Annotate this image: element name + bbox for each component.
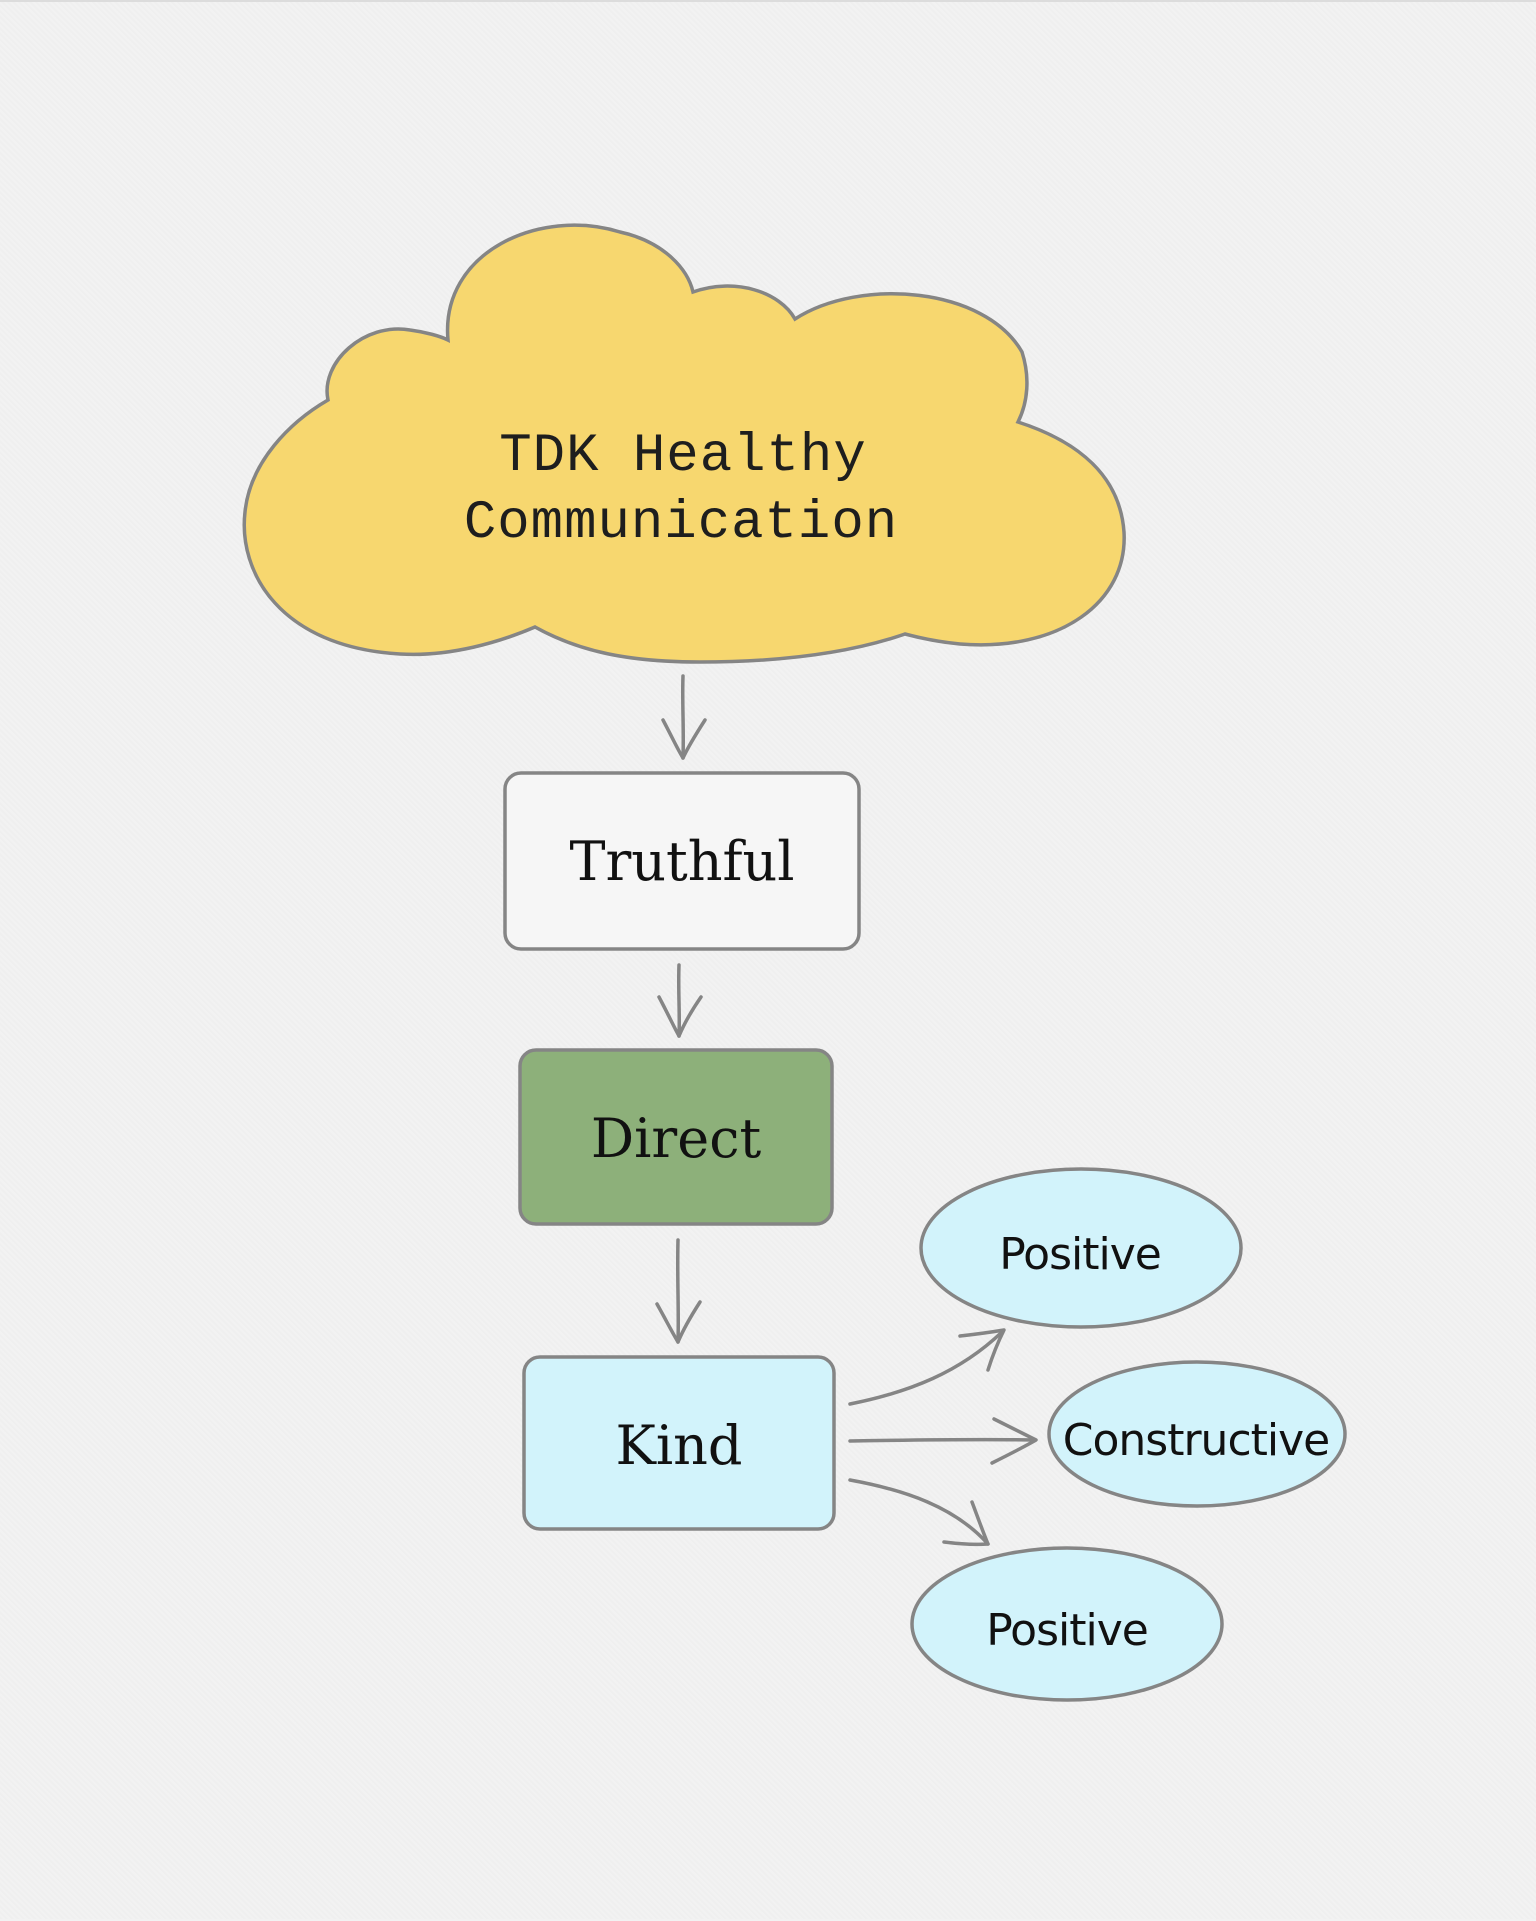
arrow-kind-to-positive-top xyxy=(848,1328,1006,1406)
positive-top-ellipse xyxy=(919,1167,1243,1329)
positive-bottom-node[interactable]: Positive xyxy=(910,1546,1224,1702)
constructive-node[interactable]: Constructive xyxy=(1047,1360,1347,1508)
direct-node[interactable]: Direct xyxy=(518,1048,834,1226)
arrow-truthful-to-direct xyxy=(657,963,703,1038)
constructive-label: Constructive xyxy=(1063,1415,1329,1466)
positive-top-node[interactable]: Positive xyxy=(919,1167,1243,1329)
direct-label: Direct xyxy=(591,1107,762,1170)
arrow-kind-to-constructive xyxy=(848,1417,1038,1465)
cloud-node[interactable]: TDK Healthy Communication xyxy=(242,223,1126,664)
cloud-title-line1: TDK Healthy xyxy=(499,426,866,487)
kind-box xyxy=(522,1355,836,1531)
truthful-node[interactable]: Truthful xyxy=(503,771,861,951)
positive-top-label: Positive xyxy=(999,1229,1161,1280)
constructive-ellipse xyxy=(1047,1360,1347,1508)
truthful-label: Truthful xyxy=(569,830,794,893)
arrow-kind-to-positive-bottom xyxy=(848,1478,990,1547)
kind-label: Kind xyxy=(616,1414,743,1477)
truthful-box xyxy=(503,771,861,951)
arrow-cloud-to-truthful xyxy=(661,674,707,760)
positive-bottom-label: Positive xyxy=(986,1605,1148,1656)
cloud-title-line2: Communication xyxy=(464,493,898,554)
positive-bottom-ellipse xyxy=(910,1546,1224,1702)
cloud-shape xyxy=(242,223,1126,664)
arrow-direct-to-kind xyxy=(655,1238,702,1344)
kind-node[interactable]: Kind xyxy=(522,1355,836,1531)
direct-box xyxy=(518,1048,834,1226)
